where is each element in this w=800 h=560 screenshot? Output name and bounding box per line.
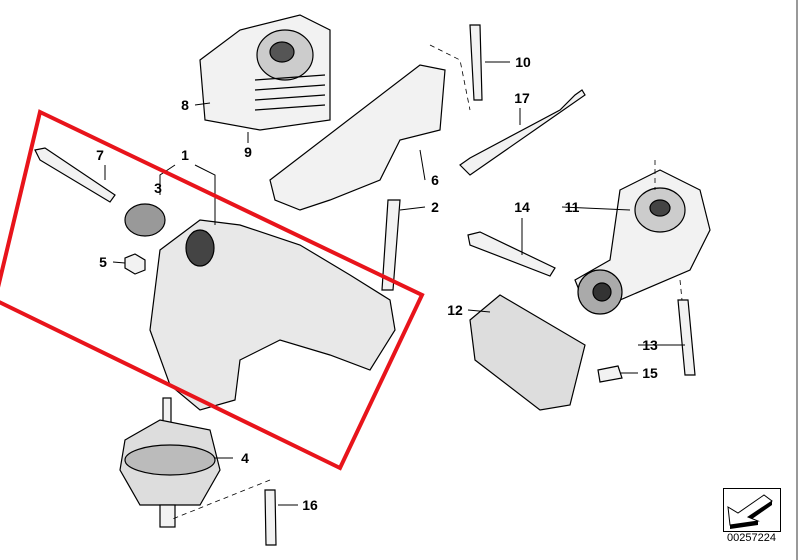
dashed-guide-lines [169, 44, 683, 521]
callout-8[interactable]: 8 [181, 97, 189, 113]
callout-17[interactable]: 17 [514, 90, 530, 106]
callout-3[interactable]: 3 [154, 180, 162, 196]
callout-9[interactable]: 9 [244, 144, 252, 160]
part-10-bolt [469, 24, 483, 101]
diagram-number: 00257224 [727, 532, 776, 544]
part-1-main-bracket [149, 219, 396, 411]
part-4-rubber-mount [119, 397, 221, 528]
callout-1[interactable]: 1 [181, 147, 189, 163]
callout-16[interactable]: 16 [302, 497, 318, 513]
callout-13[interactable]: 13 [642, 337, 658, 353]
callout-12[interactable]: 12 [447, 302, 463, 318]
part-12-plate [469, 294, 586, 411]
callout-5[interactable]: 5 [99, 254, 107, 270]
frame-border [796, 0, 798, 560]
callout-4[interactable]: 4 [241, 450, 249, 466]
part-16-bolt [264, 489, 277, 546]
part-14-bolt [467, 231, 556, 277]
part-7-bolt [34, 147, 116, 203]
callout-10[interactable]: 10 [515, 54, 531, 70]
direction-arrow-logo [723, 488, 781, 532]
part-13-bolt [677, 299, 696, 376]
part-8-upper-mount [199, 14, 331, 131]
callout-15[interactable]: 15 [642, 365, 658, 381]
callout-14[interactable]: 14 [514, 199, 530, 215]
part-5-nut [124, 253, 146, 275]
callout-7[interactable]: 7 [96, 147, 104, 163]
part-6-bracket [269, 64, 446, 211]
part-15-bolt [597, 365, 623, 383]
part-3-bushing [124, 203, 166, 237]
leader-lines [104, 61, 685, 506]
part-2-bolt [381, 199, 401, 291]
callout-2[interactable]: 2 [431, 199, 439, 215]
highlight-frame [0, 109, 425, 471]
part-11-torque-arm [574, 169, 711, 315]
part-17-cable-tie [459, 89, 586, 176]
arrow-icon [727, 494, 773, 529]
callout-11[interactable]: 11 [564, 199, 580, 215]
callout-6[interactable]: 6 [431, 172, 439, 188]
